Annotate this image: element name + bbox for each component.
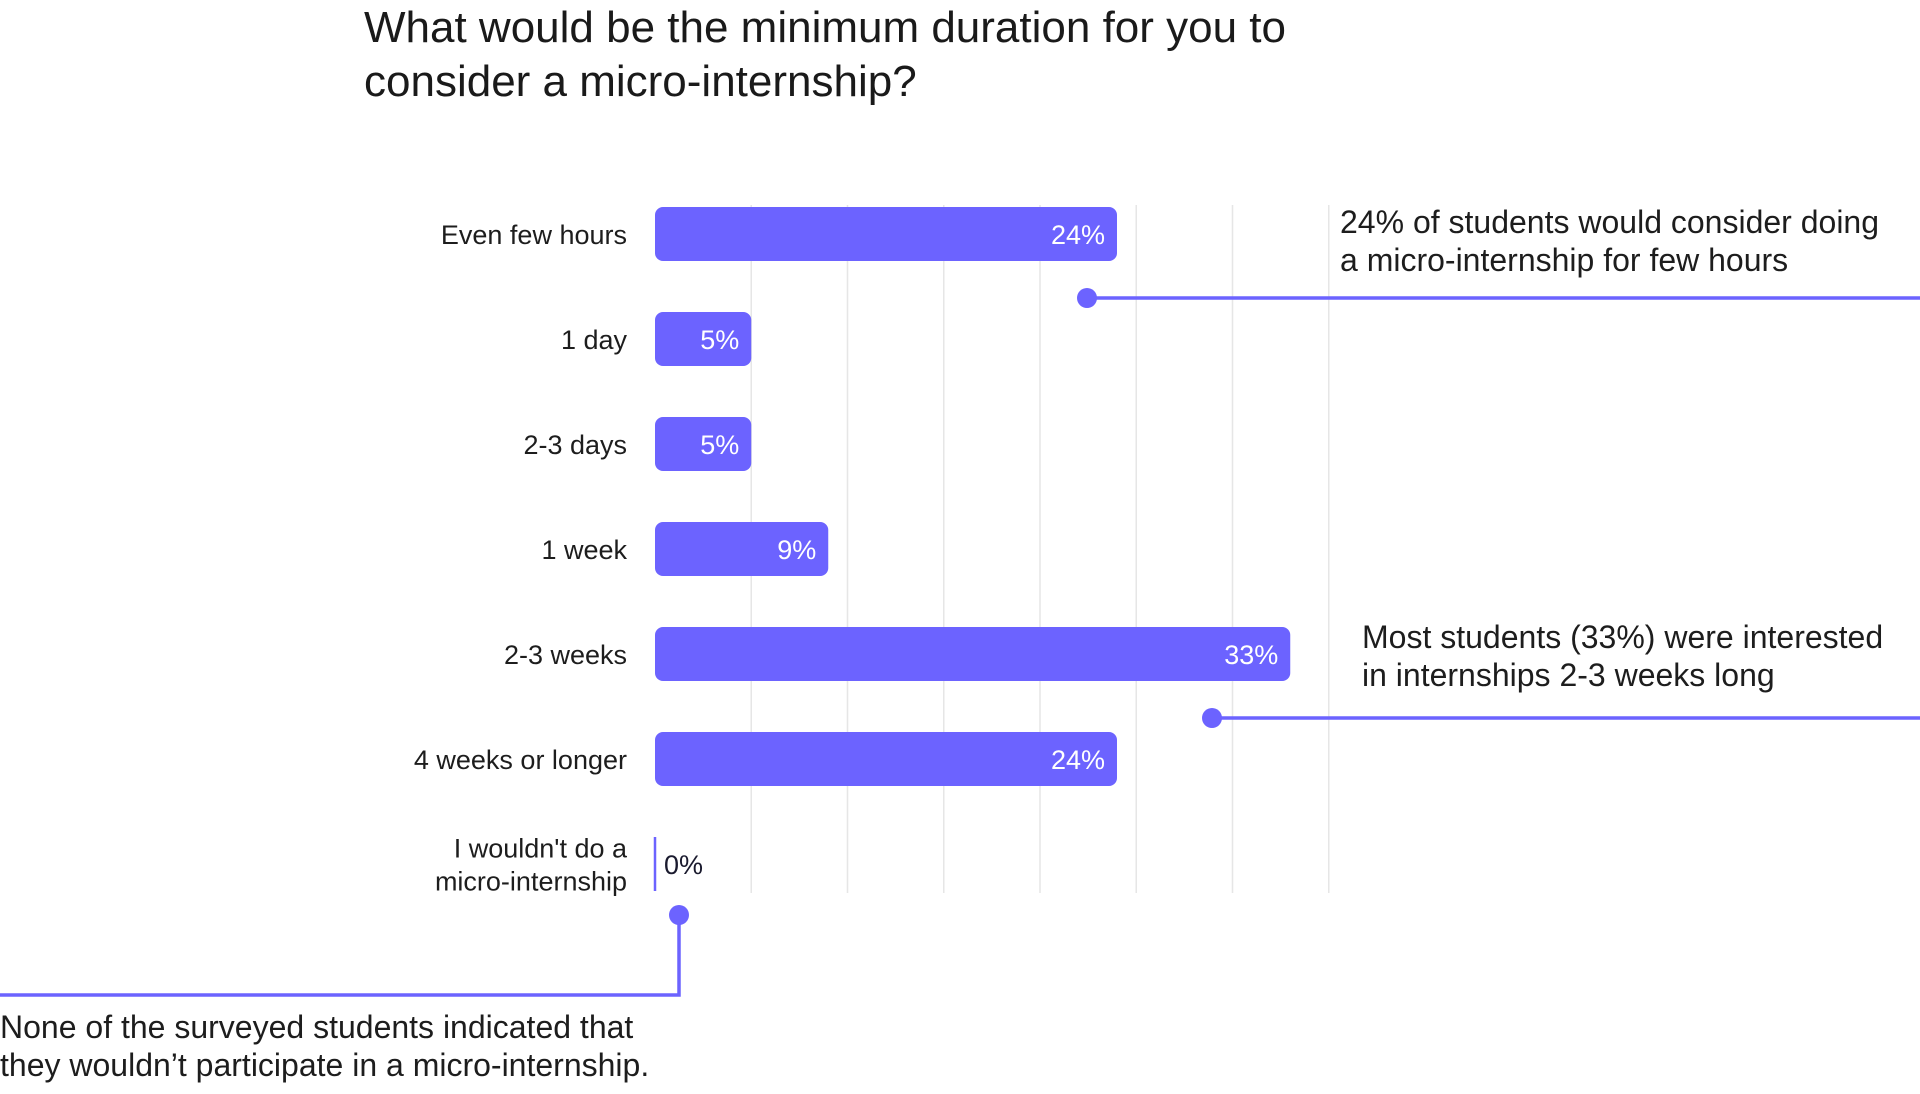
category-label: I wouldn't do a xyxy=(454,834,628,864)
bar xyxy=(655,522,829,576)
annotation-dot xyxy=(1202,708,1222,728)
bar xyxy=(655,417,752,471)
category-label: 2-3 days xyxy=(523,430,627,460)
category-label: 2-3 weeks xyxy=(504,640,627,670)
category-label: 4 weeks or longer xyxy=(414,745,627,775)
annotation-dot xyxy=(669,905,689,925)
chart-title-line: consider a micro-internship? xyxy=(364,57,917,106)
data-label: 33% xyxy=(1224,640,1278,670)
chart-title-line: What would be the minimum duration for y… xyxy=(364,3,1286,52)
data-label: 5% xyxy=(700,430,739,460)
value-labels: 24% 5% 5% 9% 33% 24% 0% xyxy=(664,220,1278,880)
data-label: 24% xyxy=(1051,220,1105,250)
bar xyxy=(655,732,1117,786)
bar xyxy=(655,312,752,366)
annotation-text: 24% of students would consider doing xyxy=(1340,204,1879,240)
data-label: 9% xyxy=(777,535,816,565)
category-label: 1 week xyxy=(541,535,627,565)
gridlines xyxy=(750,205,1330,893)
chart-title: What would be the minimum duration for y… xyxy=(364,3,1286,106)
annotation-text: a micro-internship for few hours xyxy=(1340,242,1788,278)
data-label: 5% xyxy=(700,325,739,355)
data-label: 24% xyxy=(1051,745,1105,775)
annotation-text: they wouldn’t participate in a micro-int… xyxy=(0,1047,649,1083)
annotation-leader-line xyxy=(0,915,681,997)
annotation-dot xyxy=(1077,288,1097,308)
annotation-text: Most students (33%) were interested xyxy=(1362,619,1883,655)
annotation-text: None of the surveyed students indicated … xyxy=(0,1009,633,1045)
annotation-text: in internships 2-3 weeks long xyxy=(1362,657,1775,693)
bars xyxy=(653,207,1291,891)
bar xyxy=(655,207,1117,261)
category-label: Even few hours xyxy=(441,220,627,250)
category-label: 1 day xyxy=(561,325,628,355)
bar xyxy=(655,627,1291,681)
data-label: 0% xyxy=(664,850,703,880)
category-labels: Even few hours 1 day 2-3 days 1 week 2-3 wee… xyxy=(414,220,628,897)
category-label: micro-internship xyxy=(435,867,627,897)
